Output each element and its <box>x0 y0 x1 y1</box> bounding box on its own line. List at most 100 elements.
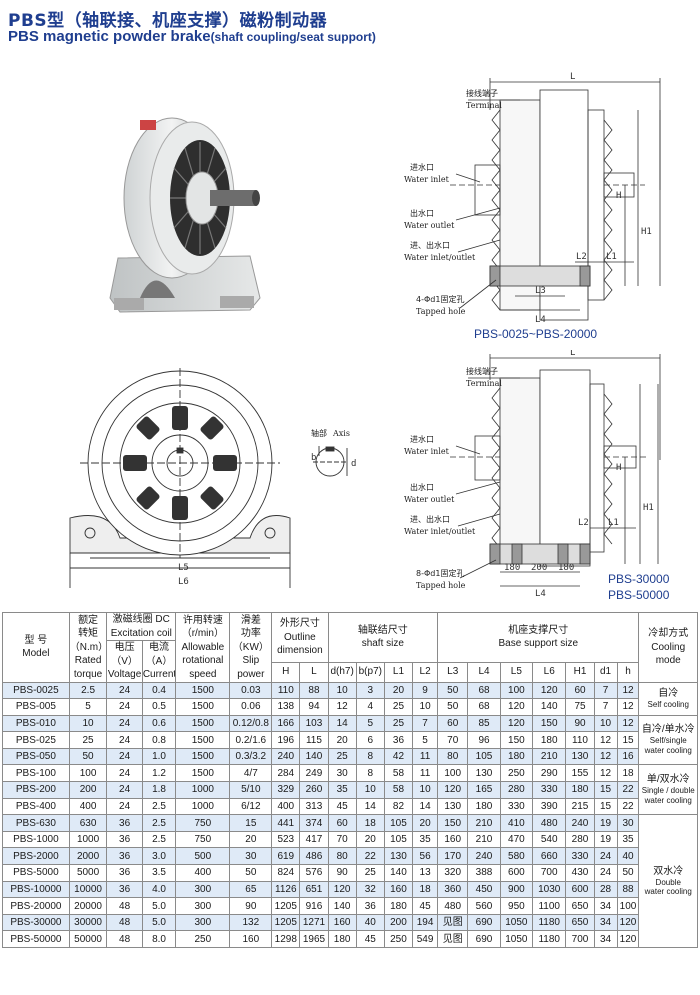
table-cell: PBS-630 <box>2 814 70 832</box>
table-cell: 56 <box>412 847 439 866</box>
table-cell: 5 <box>68 698 108 716</box>
table-cell: 25 <box>68 731 108 749</box>
tapped-hole-en-large: Tapped hole <box>416 581 466 590</box>
table-cell: 70 <box>437 731 469 749</box>
table-cell: PBS-5000 <box>2 864 70 882</box>
product-photo <box>109 117 261 313</box>
table-cell: 1.2 <box>141 764 177 783</box>
dim-L2: L2 <box>576 252 587 262</box>
table-cell: 1000 <box>175 781 231 799</box>
table-cell: 24 <box>106 797 143 816</box>
table-cell: 20 <box>383 681 414 700</box>
table-cell: 417 <box>299 830 329 849</box>
water-inlet-en-large: Water inlet <box>404 447 450 456</box>
table-cell: 28 <box>593 880 618 899</box>
title-en-main: PBS magnetic powder brake <box>8 28 211 45</box>
table-cell: 330 <box>565 847 595 866</box>
table-cell: 100 <box>616 897 640 915</box>
table-cell: 6 <box>355 731 385 749</box>
table-cell: 60 <box>565 681 595 700</box>
table-cell: 3 <box>355 681 385 700</box>
dim-L2-large: L2 <box>578 518 589 528</box>
table-cell: 75 <box>565 698 595 716</box>
table-cell: 30000 <box>68 913 108 932</box>
table-cell: 35 <box>412 830 439 849</box>
table-cell: 290 <box>532 764 567 783</box>
table-cell: 1500 <box>175 731 231 749</box>
table-cell: 24 <box>106 781 143 799</box>
table-cell: 1.0 <box>141 747 177 766</box>
table-cell: 15 <box>593 797 618 816</box>
table-cell: 284 <box>271 764 301 783</box>
table-cell: 280 <box>565 830 595 849</box>
table-cell: 2.5 <box>141 830 177 849</box>
table-cell: 34 <box>593 897 618 915</box>
table-cell: 180 <box>499 747 534 766</box>
table-cell: 68 <box>467 681 501 700</box>
table-cell: 180 <box>565 781 595 799</box>
table-cell: 480 <box>437 897 469 915</box>
table-cell: 388 <box>467 864 501 882</box>
table-cell: 12 <box>616 714 640 733</box>
subheader-l3: L3 <box>437 661 469 683</box>
table-cell: 30 <box>327 764 357 783</box>
table-cell: 313 <box>299 797 329 816</box>
table-cell: 0.12/0.8 <box>229 714 273 733</box>
table-cell: 80 <box>437 747 469 766</box>
table-cell: 36 <box>383 731 414 749</box>
table-cell: 1.8 <box>141 781 177 799</box>
table-cell: 6/12 <box>229 797 273 816</box>
cooling-mode-cn: 自冷/单水冷 <box>641 724 695 736</box>
table-cell: 1500 <box>175 698 231 716</box>
table-cell: 7 <box>412 714 439 733</box>
subheader-h: h <box>616 661 640 683</box>
dim-L1: L1 <box>606 252 617 262</box>
subheader-l4: L4 <box>467 661 501 683</box>
subheader-h: H <box>271 661 301 683</box>
table-cell: 10 <box>412 698 439 716</box>
table-cell: 210 <box>532 747 567 766</box>
water-inlet-en: Water inlet <box>404 175 450 184</box>
table-cell: 0.8 <box>141 731 177 749</box>
water-outlet-cn: 出水口 <box>410 208 434 218</box>
table-cell: 11 <box>412 747 439 766</box>
table-cell: 48 <box>106 897 143 915</box>
model-range-label: PBS-0025~PBS-20000 <box>474 327 598 341</box>
table-cell: 12 <box>616 681 640 700</box>
table-cell: 549 <box>412 930 439 948</box>
table-cell: 130 <box>467 764 501 783</box>
table-cell: 30 <box>616 814 640 832</box>
table-cell: 950 <box>499 897 534 915</box>
table-cell: PBS-025 <box>2 731 70 749</box>
table-cell: 50 <box>437 681 469 700</box>
water-inlet-cn-large: 进水口 <box>410 434 434 444</box>
table-cell: 50000 <box>68 930 108 948</box>
table-cell: 42 <box>383 747 414 766</box>
table-cell: 651 <box>299 880 329 899</box>
table-cell: 700 <box>565 930 595 948</box>
table-cell: 19 <box>593 830 618 849</box>
dim-b: b <box>311 453 316 463</box>
table-cell: 400 <box>68 797 108 816</box>
table-cell: 130 <box>383 847 414 866</box>
table-cell: 0.2/1.6 <box>229 731 273 749</box>
table-cell: 20 <box>229 830 273 849</box>
table-cell: 2.5 <box>141 797 177 816</box>
table-cell: 34 <box>593 913 618 932</box>
table-cell: 1271 <box>299 913 329 932</box>
table-cell: 360 <box>437 880 469 899</box>
table-cell: 40 <box>616 847 640 866</box>
table-cell: 16 <box>616 747 640 766</box>
page-title-cn: PBS型（轴联接、机座支撑）磁粉制动器 <box>8 11 328 31</box>
table-cell: 150 <box>499 731 534 749</box>
table-cell: 4 <box>355 698 385 716</box>
cooling-mode-cn: 单/双水冷 <box>646 774 690 786</box>
water-io-en-large: Water inlet/outlet <box>404 527 476 536</box>
axis-detail-drawing: 轴部 Axis b d <box>311 428 356 477</box>
table-cell: 36 <box>106 864 143 882</box>
table-cell: 36 <box>106 814 143 832</box>
dim-L6: L6 <box>178 577 189 587</box>
